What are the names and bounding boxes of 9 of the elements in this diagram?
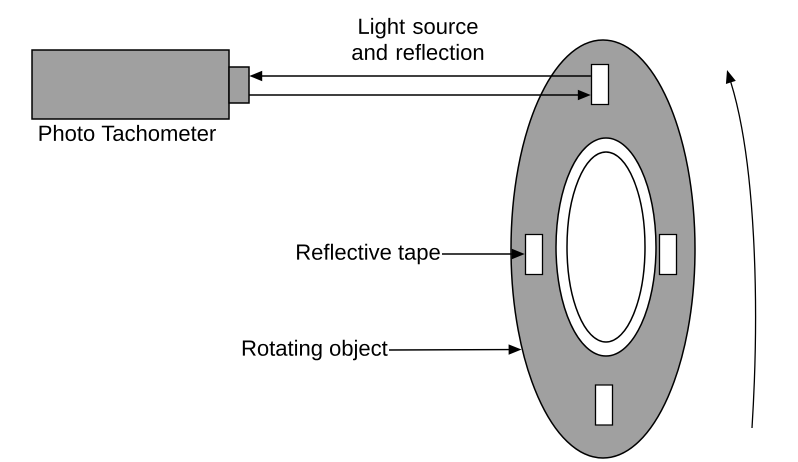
disk-drawing (510, 39, 696, 459)
edge-label: Light source and reflection (352, 18, 484, 60)
tape-strip (658, 234, 678, 276)
callout-text: Rotating object (242, 340, 388, 360)
tape-strip (594, 384, 614, 426)
device-label: Photo Tachometer (40, 124, 216, 142)
callout-text: Reflective tape (297, 244, 440, 264)
tape-strip (590, 64, 610, 106)
tape-strip (524, 234, 544, 276)
